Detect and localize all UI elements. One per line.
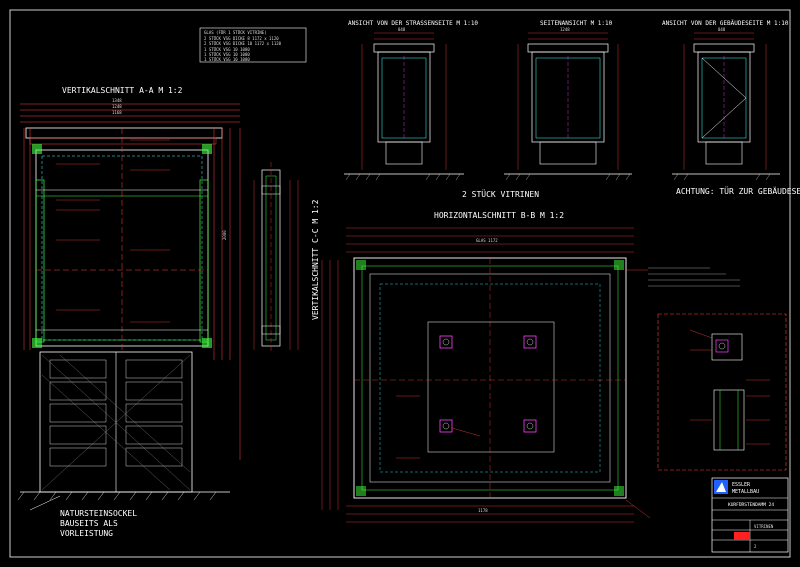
glass-schedule-table: GLAS (FÜR 1 STÜCK VITRINE) 2 STÜCK VSG D… <box>199 27 307 63</box>
legend-row: 1 STÜCK VSG 10 1080 <box>204 52 250 57</box>
title-block: ESSLER METALLBAU KURFÜRSTENDAMM 24 VITRI… <box>711 477 789 553</box>
base-note: BAUSEITS ALS <box>60 519 118 528</box>
legend-row: 1 STÜCK VSG 10 1080 <box>204 57 250 62</box>
sheet-border <box>9 9 791 558</box>
door-note: ACHTUNG: TÜR ZUR GEBÄUDESEITE ! <box>676 186 800 196</box>
title-view-building: ANSICHT VON DER GEBÄUDESEITE M 1:10 <box>662 20 789 27</box>
section-aa: 1348 1248 1168 <box>20 98 241 460</box>
legend-row: 1 STÜCK VSG 10 1080 <box>204 47 250 52</box>
title-vertikalschnitt-cc: VERTIKALSCHNITT C-C M 1:2 <box>311 199 320 320</box>
project-name: KURFÜRSTENDAMM 24 <box>728 501 774 508</box>
dim-label: 1348 <box>112 98 122 103</box>
dim-label: 1168 <box>112 110 122 115</box>
company-name: ESSLER <box>732 482 751 488</box>
view-side: 1248 <box>504 27 632 181</box>
base-note: VORLEISTUNG <box>60 529 113 538</box>
sheet-number: 2 <box>754 544 757 549</box>
company-name: METALLBAU <box>732 489 759 495</box>
dim-label: 1248 <box>560 27 570 32</box>
legend-row: 2 STÜCK VSG DICKE 10 1172 x 1120 <box>204 41 282 46</box>
legend-row: GLAS (FÜR 1 STÜCK VITRINE) <box>204 30 267 35</box>
title-horizontalschnitt-bb: HORIZONTALSCHNITT B-B M 1:2 <box>434 211 564 220</box>
dim-label: 848 <box>398 27 406 32</box>
stone-base: NATURSTEINSOCKEL BAUSEITS ALS VORLEISTUN… <box>17 351 230 538</box>
view-street: 848 <box>344 27 464 181</box>
title-vertikalschnitt-aa: VERTIKALSCHNITT A-A M 1:2 <box>62 86 183 95</box>
section-cc: VERTIKALSCHNITT C-C M 1:2 <box>253 162 320 352</box>
title-view-street: ANSICHT VON DER STRASSENSEITE M 1:10 <box>348 20 478 27</box>
dim-label: GLAS 1172 <box>476 238 498 243</box>
title-view-side: SEITENANSICHT M 1:10 <box>540 20 613 27</box>
legend-row: 2 STÜCK VSG DICKE 8 1172 x 1120 <box>204 36 279 41</box>
dim-label: 848 <box>718 27 726 32</box>
notes-block <box>648 267 740 287</box>
dim-label: 2000 <box>222 230 227 240</box>
dim-label: 1248 <box>112 104 122 109</box>
section-bb: GLAS 1172 <box>321 227 651 523</box>
drawing-desc: VITRINEN <box>754 524 774 529</box>
count-note: 2 STÜCK VITRINEN <box>462 189 539 199</box>
detail-view <box>657 313 787 471</box>
view-building: 848 <box>672 27 780 181</box>
dim-label: 1178 <box>478 508 488 513</box>
base-note: NATURSTEINSOCKEL <box>60 509 137 518</box>
